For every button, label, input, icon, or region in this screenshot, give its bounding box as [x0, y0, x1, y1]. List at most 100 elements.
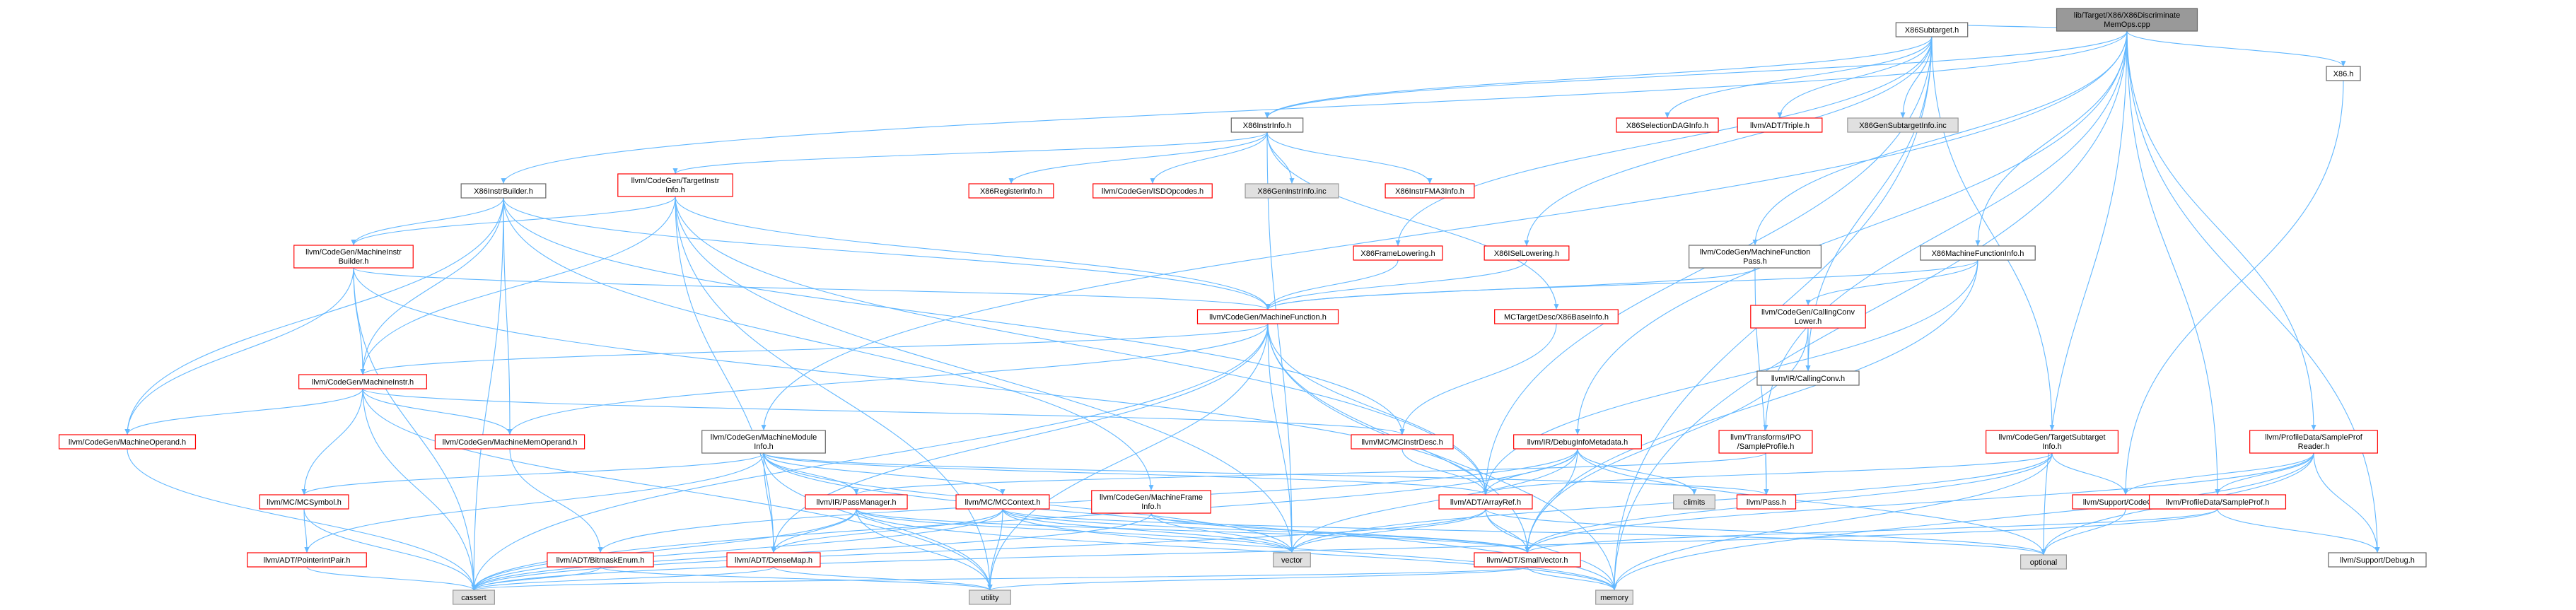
edge-machineoperand-to-cassert: [127, 448, 477, 591]
node-box: [1438, 494, 1533, 510]
node-box: [298, 374, 427, 389]
graph-node-triple[interactable]: llvm/ADT/Triple.h: [1737, 117, 1823, 133]
edge-machineframeinfo-to-cassert: [471, 512, 1152, 591]
node-label: llvm/ADT/Triple.h: [1750, 122, 1809, 130]
graph-node-pointerintpair[interactable]: llvm/ADT/PointerIntPair.h: [247, 552, 367, 568]
edge-x86instrinfo-to-isdopcodes: [1150, 131, 1268, 184]
graph-node-cassert: cassert: [453, 590, 495, 605]
graph-node-densemap[interactable]: llvm/ADT/DenseMap.h: [726, 552, 821, 568]
node-label: llvm/ProfileData/SampleProf: [2265, 433, 2362, 442]
edge-mcsymbol-to-cassert: [303, 508, 477, 591]
graph-node-vector: vector: [1273, 552, 1311, 568]
edge-x86instrbuilder-to-machinememoperand: [503, 197, 513, 435]
graph-node-climits: climits: [1673, 494, 1715, 510]
graph-node-mcsymbol[interactable]: llvm/MC/MCSymbol.h: [259, 494, 349, 510]
graph-node-x86instrbuilder[interactable]: X86InstrBuilder.h: [460, 183, 547, 199]
graph-node-x86h[interactable]: X86.h: [2326, 66, 2361, 81]
graph-node-sampleprofileipo[interactable]: llvm/Transforms/IPO/SampleProfile.h: [1718, 430, 1813, 454]
edge-passmanager-to-smallvector: [856, 508, 1530, 553]
node-box: [968, 183, 1054, 199]
node-box: [2056, 8, 2198, 32]
graph-node-bitmaskenum[interactable]: llvm/ADT/BitmaskEnum.h: [547, 552, 654, 568]
graph-node-machineoperand[interactable]: llvm/CodeGen/MachineOperand.h: [58, 434, 197, 450]
edge-passmanager-to-densemap: [771, 508, 857, 553]
node-box: [247, 552, 367, 568]
node-box: [1737, 117, 1823, 133]
node-box: [434, 434, 585, 450]
edge-x86subtarget-to-triple: [1777, 36, 1933, 119]
edge-x86baseinfo-to-mcinstrdesc: [1399, 323, 1557, 435]
edge-x86instrbuilder-to-cassert: [471, 197, 504, 591]
node-label: X86MachineFunctionInfo.h: [1932, 250, 2024, 258]
node-label: llvm/CodeGen/MachineInstr.h: [312, 378, 414, 387]
graph-node-x86framelowering[interactable]: X86FrameLowering.h: [1353, 245, 1443, 261]
node-label: llvm/ADT/PointerIntPair.h: [264, 556, 351, 565]
graph-node-x86instrfma3info[interactable]: X86InstrFMA3Info.h: [1385, 183, 1475, 199]
edge-machineinstr-to-cassert: [362, 388, 477, 591]
node-box: [1673, 494, 1715, 510]
node-label: Lower.h: [1795, 317, 1822, 326]
graph-node-debug[interactable]: llvm/Support/Debug.h: [2328, 552, 2427, 568]
node-box: [1736, 494, 1797, 510]
edge-machineinstr-to-machineoperand: [124, 388, 363, 435]
edge-machinememoperand-to-bitmaskenum: [509, 448, 603, 553]
edge-mcsymbol-to-pointerintpair: [303, 508, 310, 553]
edge-x86instrbuilder-to-machineinstr: [360, 197, 504, 375]
graph-node-x86registerinfo[interactable]: X86RegisterInfo.h: [968, 183, 1054, 199]
graph-node-arrayref[interactable]: llvm/ADT/ArrayRef.h: [1438, 494, 1533, 510]
graph-node-x86baseinfo[interactable]: MCTargetDesc/X86BaseInfo.h: [1494, 309, 1619, 324]
edge-x86framelowering-to-machinefunction: [1265, 259, 1399, 310]
graph-node-passmanager[interactable]: llvm/IR/PassManager.h: [805, 494, 908, 510]
edge-smallvector-to-cassert: [472, 566, 1528, 591]
graph-node-sampleprof[interactable]: llvm/ProfileData/SampleProf.h: [2148, 494, 2287, 510]
edge-root-to-machinefunctionpass: [1752, 30, 2128, 246]
edge-mccontext-to-smallvector: [1002, 508, 1530, 553]
graph-node-machinefunction[interactable]: llvm/CodeGen/MachineFunction.h: [1196, 309, 1339, 324]
edge-targetsubtargetinfo-to-arrayref: [1483, 452, 2053, 495]
node-label: Info.h: [754, 442, 774, 451]
node-box: [1756, 370, 1860, 386]
edge-machinemoduleinfo-to-mcsymbol: [301, 452, 764, 495]
node-box: [955, 494, 1050, 510]
edge-mccontext-to-optional: [1002, 508, 2046, 556]
edge-passmanager-to-vector: [856, 508, 1295, 553]
edge-root-to-memory: [1612, 30, 2128, 591]
edge-layer: [124, 22, 2380, 591]
edge-sampleprofreader-to-debug: [2313, 452, 2380, 553]
graph-node-memory: memory: [1595, 590, 1633, 605]
graph-node-x86subtarget[interactable]: X86Subtarget.h: [1895, 22, 1969, 37]
graph-node-machineinstr[interactable]: llvm/CodeGen/MachineInstr.h: [298, 374, 427, 389]
graph-node-x86selectiondaginfo[interactable]: X86SelectionDAGInfo.h: [1616, 117, 1719, 133]
node-label: llvm/Transforms/IPO: [1730, 433, 1801, 442]
edge-x86instrinfo-to-targetinstrinfo: [672, 131, 1268, 175]
graph-node-debuginfometadata[interactable]: llvm/IR/DebugInfoMetadata.h: [1513, 434, 1642, 450]
graph-node-x86instrinfo[interactable]: X86InstrInfo.h: [1230, 117, 1304, 133]
node-label: llvm/CodeGen/ISDOpcodes.h: [1102, 187, 1204, 196]
graph-node-callingconv[interactable]: llvm/IR/CallingConv.h: [1756, 370, 1860, 386]
graph-node-smallvector[interactable]: llvm/ADT/SmallVector.h: [1474, 552, 1581, 568]
graph-node-mcinstrdesc[interactable]: llvm/MC/MCInstrDesc.h: [1351, 434, 1454, 450]
edge-machineinstr-to-mcsymbol: [301, 388, 363, 495]
node-label: MCTargetDesc/X86BaseInfo.h: [1504, 313, 1609, 322]
edge-x86instrbuilder-to-mcinstrdesc: [503, 197, 1405, 435]
graph-node-machinememoperand[interactable]: llvm/CodeGen/MachineMemOperand.h: [434, 434, 585, 450]
node-box: [1351, 434, 1454, 450]
graph-node-x86isellowering[interactable]: X86ISelLowering.h: [1484, 245, 1570, 261]
edge-machinefunction-to-machineinstr: [360, 323, 1269, 375]
graph-node-mccontext[interactable]: llvm/MC/MCContext.h: [955, 494, 1050, 510]
graph-node-isdopcodes[interactable]: llvm/CodeGen/ISDOpcodes.h: [1092, 183, 1213, 199]
node-label: X86InstrBuilder.h: [474, 187, 533, 196]
graph-node-x86machinefunctioninfo[interactable]: X86MachineFunctionInfo.h: [1920, 245, 2036, 261]
node-box: [1385, 183, 1475, 199]
node-box: [259, 494, 349, 510]
node-label: llvm/CodeGen/CallingConv: [1761, 308, 1855, 317]
graph-node-pass[interactable]: llvm/Pass.h: [1736, 494, 1797, 510]
